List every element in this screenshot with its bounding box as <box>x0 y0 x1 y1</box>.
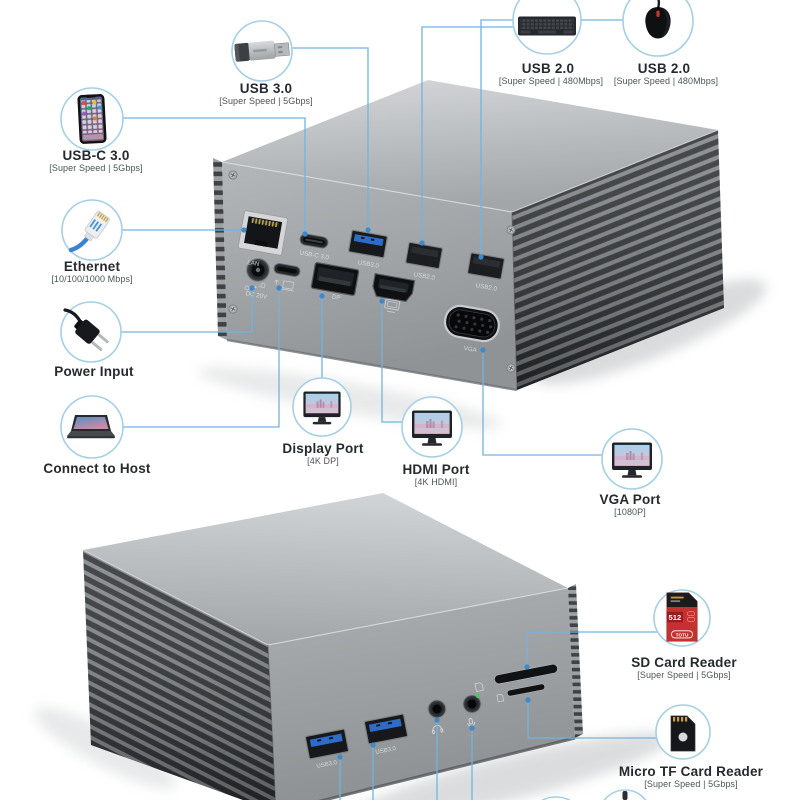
sd-brand-label: TOTU <box>676 632 689 638</box>
displayport-port <box>310 262 360 296</box>
callout-sub-usb2-keyboard: [Super Speed | 480Mbps] <box>498 76 604 86</box>
smartphone-icon <box>77 94 107 144</box>
etched-label-usb3b: USB3.0 <box>375 746 397 756</box>
etched-label-usb2a: USB2.0 <box>413 271 436 282</box>
fin-edge-serration <box>568 584 583 738</box>
dock-rear-view: LAN USB-C 3.0 USB3.0 USB2.0 USB2.0 DC 20… <box>213 80 724 392</box>
sd-glyph-icon <box>474 682 484 693</box>
fins-shading <box>512 130 724 390</box>
usb3-port <box>348 229 388 259</box>
callout-sub-displayport: [4K DP] <box>307 456 339 466</box>
line-usb2-keyboard <box>421 26 514 242</box>
sd-card-slot <box>494 664 558 684</box>
etched-label-usb3: USB3.0 <box>357 259 380 270</box>
host-laptop-icon <box>274 279 294 292</box>
line-power <box>121 290 253 333</box>
callout-title-hdmi: HDMI Port <box>402 462 470 477</box>
etched-label-dc20v: DC 20V <box>245 290 268 301</box>
host-usb-c-port <box>273 263 301 277</box>
screw-icon <box>228 170 516 373</box>
microphone-jack <box>462 694 482 714</box>
usb3-port-b <box>363 713 409 745</box>
tf-glyph-icon <box>496 693 505 703</box>
dock-front-panel <box>222 162 517 390</box>
sd-card-icon: 512 TOTU <box>666 592 698 642</box>
line-usb3-flash <box>292 47 369 229</box>
micro-sd-card-icon <box>670 715 696 752</box>
tf-card-slot <box>507 683 545 697</box>
line-usbc <box>123 117 306 233</box>
usb-c-port <box>299 233 329 249</box>
etched-label-vga: VGA <box>463 345 478 354</box>
laptop-icon <box>67 415 115 439</box>
ethernet-lan-port <box>237 210 289 256</box>
callout-sub-usb2-mouse: [Super Speed | 480Mbps] <box>613 76 719 86</box>
usb3-port-a <box>304 728 350 760</box>
usb-flash-drive-icon <box>234 40 290 62</box>
callout-title-displayport: Display Port <box>282 441 364 456</box>
line-hdmi <box>381 302 403 423</box>
callout-sub-usb3-flash: [Super Speed | 5Gbps] <box>219 96 313 106</box>
callout-sub-ethernet: [10/100/1000 Mbps] <box>51 274 133 284</box>
callout-title-power: Power Input <box>54 364 134 379</box>
usb2-port-a <box>405 241 443 270</box>
callout-sub-tf: [Super Speed | 5Gbps] <box>644 779 738 789</box>
fins-shading <box>83 550 276 800</box>
vga-port <box>443 304 500 343</box>
callout-title-usbc: USB-C 3.0 <box>62 148 130 163</box>
keyboard-icon <box>518 16 576 36</box>
etched-label-lan: LAN <box>247 259 260 268</box>
callout-dots <box>241 227 531 760</box>
etched-label-dp: DP <box>331 293 341 301</box>
usb2-port-b <box>467 252 505 280</box>
callout-sub-usbc: [Super Speed | 5Gbps] <box>49 163 143 173</box>
dc-power-jack <box>244 258 270 291</box>
line-tf <box>527 701 657 739</box>
callout-title-host: Connect to Host <box>43 461 151 476</box>
callout-title-ethernet: Ethernet <box>63 259 121 274</box>
dock-top-face <box>83 493 568 645</box>
callout-title-usb3-flash: USB 3.0 <box>239 81 293 96</box>
line-vga <box>482 352 603 456</box>
monitor-glyph-icon <box>384 298 401 314</box>
ethernet-cable-icon <box>68 210 110 253</box>
line-host <box>123 290 280 428</box>
etched-label-usb3a: USB3.0 <box>316 760 338 770</box>
callout-title-vga: VGA Port <box>599 492 661 507</box>
fin-edge-serration <box>213 158 227 340</box>
callout-title-tf: Micro TF Card Reader <box>618 764 764 779</box>
callout-sub-hdmi: [4K HDMI] <box>414 477 458 487</box>
callout-sub-sd: [Super Speed | 5Gbps] <box>637 670 731 680</box>
sd-capacity-label: 512 <box>669 613 682 622</box>
status-led <box>476 694 480 698</box>
hdmi-port <box>372 273 416 303</box>
callout-title-usb2-mouse: USB 2.0 <box>637 61 691 76</box>
line-sd <box>526 631 658 666</box>
callout-title-sd: SD Card Reader <box>631 655 737 670</box>
callout-circles: 512 TOTU <box>60 0 711 800</box>
power-plug-icon <box>63 308 109 352</box>
dock-front-view: USB3.0 USB3.0 <box>82 493 583 800</box>
callout-sub-vga: [1080P] <box>614 507 646 517</box>
mouse-icon <box>645 0 671 39</box>
callout-circle-partial-left <box>541 796 571 800</box>
partial-plug-icon <box>622 791 628 800</box>
callout-title-usb2-keyboard: USB 2.0 <box>521 61 575 76</box>
etched-label-usb2b: USB2.0 <box>475 282 498 293</box>
headphone-jack <box>427 699 447 719</box>
